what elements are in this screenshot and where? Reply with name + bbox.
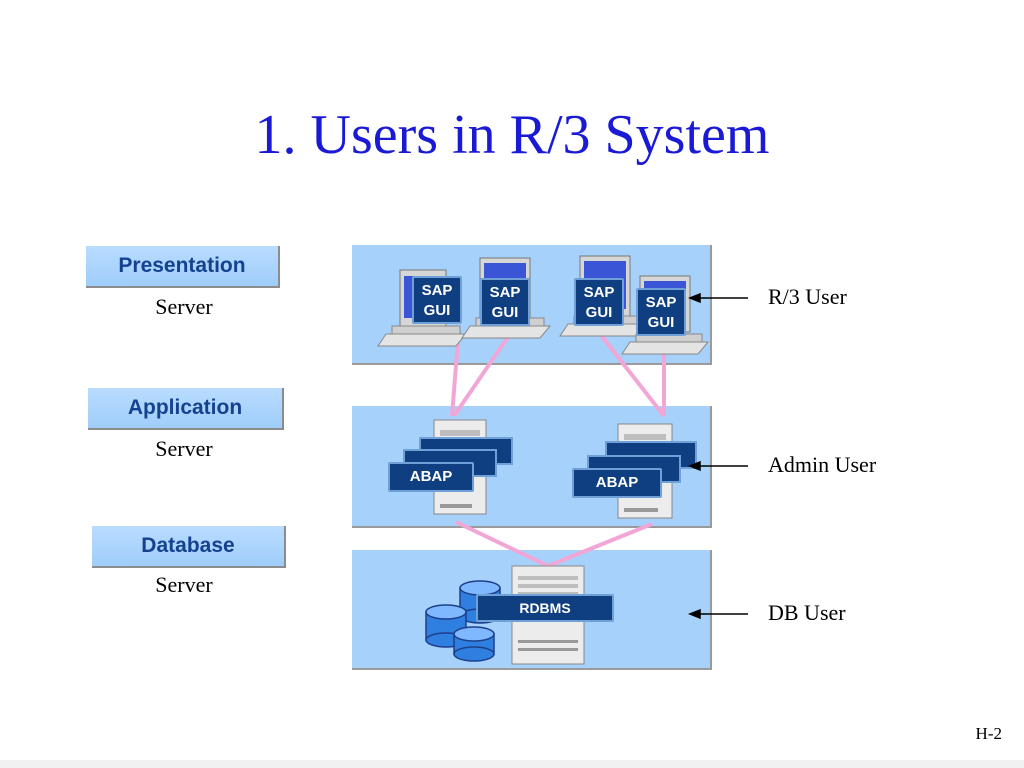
tier-label-application-text: Application [127,396,243,419]
slide-number: H-2 [975,724,1002,743]
admin-user-label: Admin User [768,452,877,477]
connector-abap-left-to-rdbms [455,520,549,568]
r3-user-label: R/3 User [768,284,847,309]
tier-connectors [450,332,666,568]
tier-label-presentation: Presentation [86,246,280,288]
tier-sub-presentation: Server [155,294,213,319]
tier-label-application: Application [88,388,284,430]
sapgui-chip-3-line2: GUI [585,304,613,321]
tier-sub-application: Server [155,436,213,461]
rdbms-chip: RDBMS [476,594,614,622]
sapgui-chip-2-line1: SAP [489,284,521,301]
sapgui-chip-1-line1: SAP [421,282,453,299]
user-arrows [687,292,748,620]
sapgui-chip-1-line2: GUI [423,302,451,319]
sapgui-chip-4-line2: GUI [647,314,675,331]
connector-gui-mid-to-abap-left [452,332,512,418]
sapgui-chip-2-line2: GUI [491,304,519,321]
sapgui-chip-1: SAP GUI [412,276,462,324]
abap-chip-left: ABAP [388,462,474,492]
connector-gui-right-to-abap-right [598,332,666,418]
tier-label-database-text: Database [141,534,235,557]
db-user-label: DB User [768,600,846,625]
connector-abap-right-to-rdbms [547,522,653,568]
sapgui-chip-3-line1: SAP [583,284,615,301]
app-server-right-icon [587,423,697,519]
tier-label-presentation-text: Presentation [118,254,246,277]
tier-sub-database: Server [155,572,213,597]
sapgui-chip-4: SAP GUI [636,288,686,336]
slide-title: 1. Users in R/3 System [254,104,770,166]
sapgui-chip-2: SAP GUI [480,278,530,326]
database-cylinders-icon [425,580,501,662]
tier-label-database: Database [92,526,286,568]
sapgui-chip-3: SAP GUI [574,278,624,326]
sapgui-chip-4-line1: SAP [645,294,677,311]
connector-gui-left-to-abap-left [450,339,460,417]
bottom-strip [0,760,1024,768]
abap-chip-right: ABAP [572,468,662,498]
